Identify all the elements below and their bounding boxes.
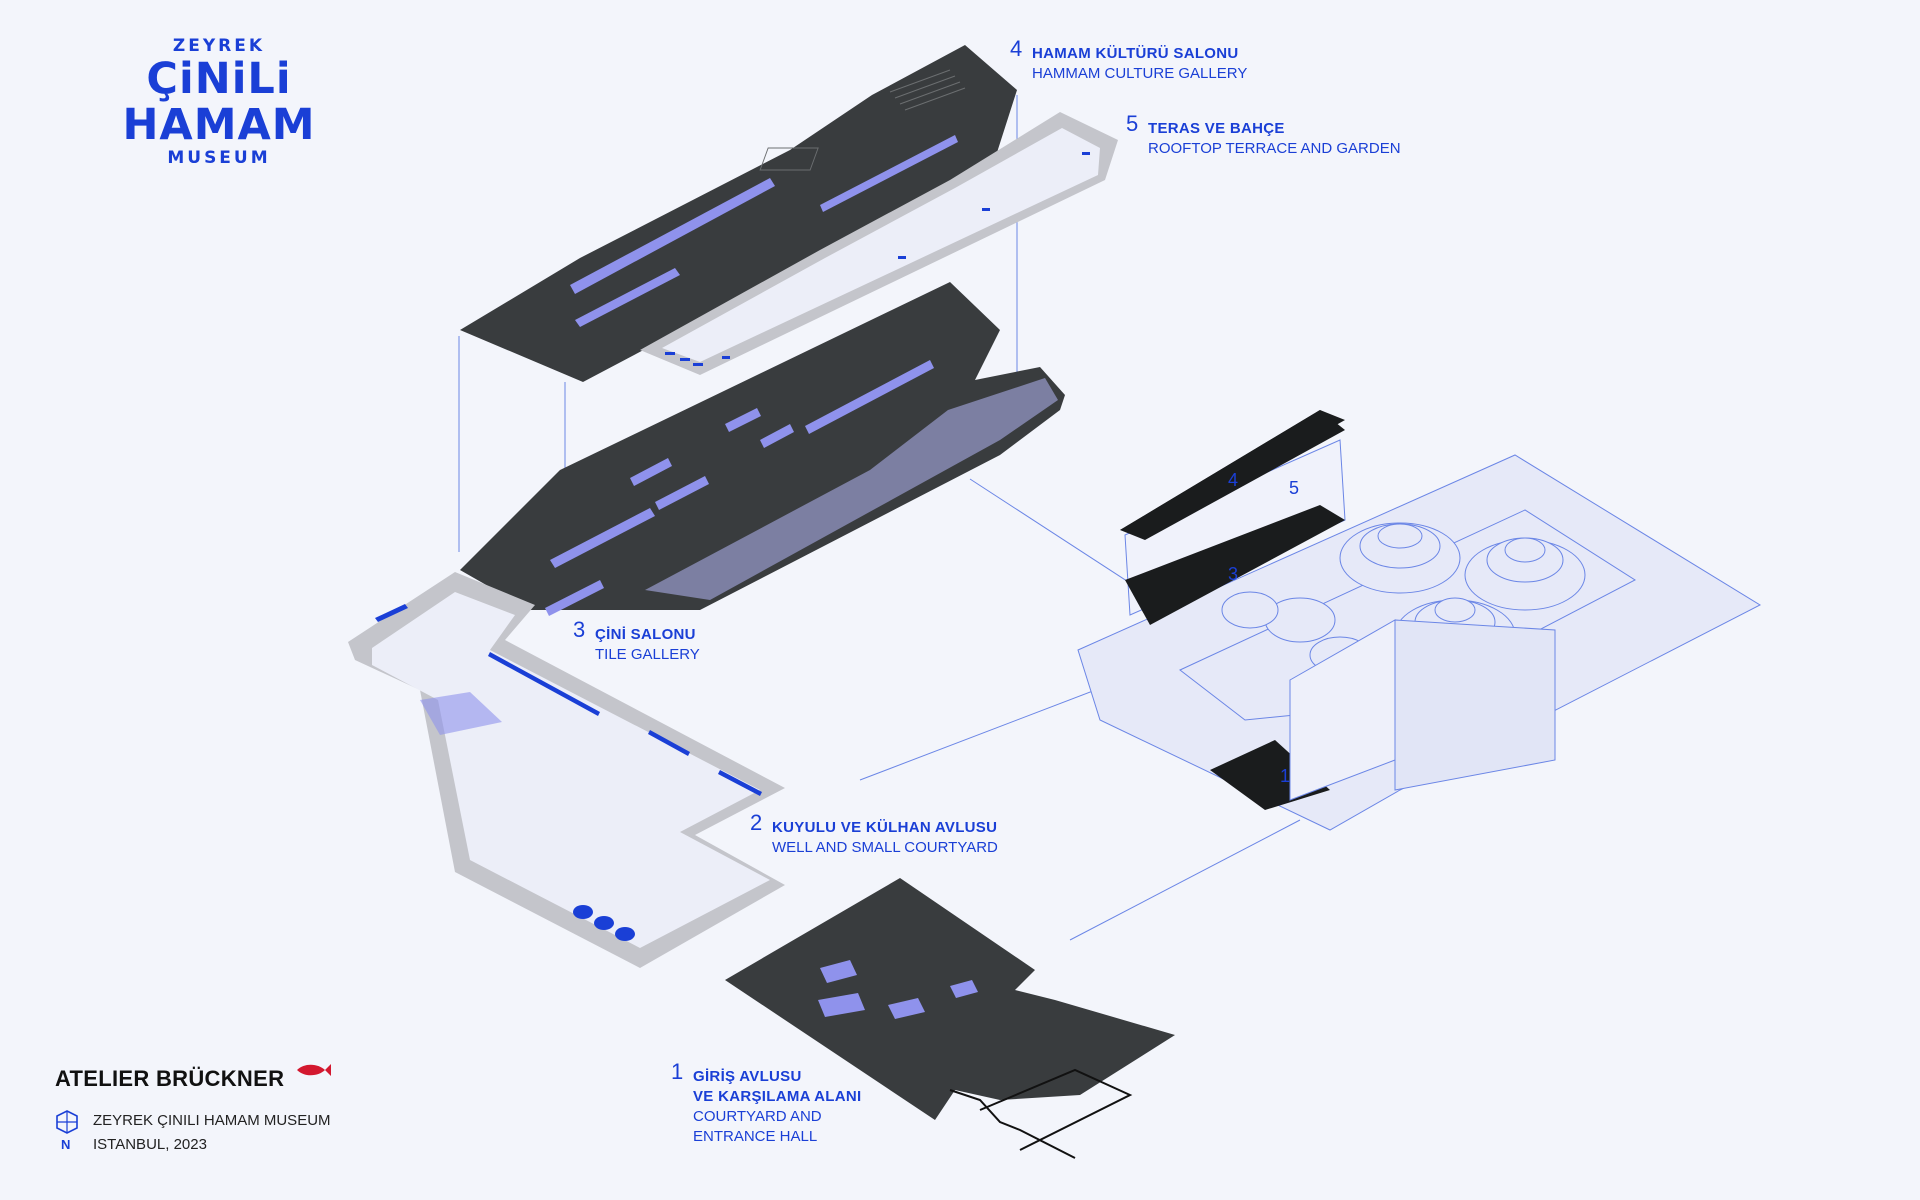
building-model xyxy=(1077,410,1762,831)
building-tag-4: 4 xyxy=(1228,470,1238,490)
floor-4-title-tr: HAMAM KÜLTÜRÜ SALONU xyxy=(1032,45,1239,62)
label-floor-5: 5 TERAS VE BAHÇE ROOFTOP TERRACE AND GAR… xyxy=(1126,113,1401,159)
fish-logo-icon xyxy=(297,1064,331,1076)
building-tag-3: 3 xyxy=(1228,564,1238,584)
museum-logo: ZEYREK ÇiNiLi HAMAM MUSEUM xyxy=(52,36,386,168)
floor-3-number: 3 xyxy=(573,617,586,642)
studio-name: ATELIER BRÜCKNER xyxy=(55,1066,285,1091)
floor-1-title-tr: GİRİŞ AVLUSU xyxy=(693,1068,802,1085)
building-tags: 4 5 3 1 xyxy=(1228,470,1299,786)
project-name: ZEYREK ÇINILI HAMAM MUSEUM xyxy=(93,1112,331,1129)
floor-5-number: 5 xyxy=(1126,111,1139,136)
logo-top: ZEYREK xyxy=(172,36,266,56)
floor-2-plan xyxy=(348,572,785,968)
floor-4-title-en: HAMMAM CULTURE GALLERY xyxy=(1032,65,1248,82)
label-floor-3: 3 ÇİNİ SALONU TILE GALLERY xyxy=(573,619,700,665)
museum-mark-icon xyxy=(56,1110,78,1134)
floor-5-title-en: ROOFTOP TERRACE AND GARDEN xyxy=(1148,140,1401,157)
label-floor-1: 1 GİRİŞ AVLUSU VE KARŞILAMA ALANI COURTY… xyxy=(671,1061,862,1147)
building-tag-1: 1 xyxy=(1280,766,1290,786)
floor-1-title-en: COURTYARD AND xyxy=(693,1108,822,1125)
logo-main: ÇiNiLi HAMAM xyxy=(122,54,316,150)
floor-3-title-tr: ÇİNİ SALONU xyxy=(595,626,696,643)
floor-5-plan xyxy=(640,112,1118,375)
floor-1-number: 1 xyxy=(671,1059,684,1084)
footer: ATELIER BRÜCKNER ZEYREK ÇINILI HAMAM MUS… xyxy=(55,1064,331,1153)
floor-3-title-en: TILE GALLERY xyxy=(595,646,700,663)
logo-bottom: MUSEUM xyxy=(167,148,271,168)
floor-4-plan xyxy=(460,45,1017,382)
label-floor-4: 4 HAMAM KÜLTÜRÜ SALONU HAMMAM CULTURE GA… xyxy=(1010,38,1248,84)
floor-1-title-tr-2: VE KARŞILAMA ALANI xyxy=(693,1088,862,1105)
floor-1-plan xyxy=(725,878,1175,1159)
label-floor-2: 2 KUYULU VE KÜLHAN AVLUSU WELL AND SMALL… xyxy=(750,812,998,858)
floor-1-title-en-2: ENTRANCE HALL xyxy=(693,1128,818,1145)
floor-2-number: 2 xyxy=(750,810,763,835)
building-tag-5: 5 xyxy=(1289,478,1299,498)
floor-2-title-tr: KUYULU VE KÜLHAN AVLUSU xyxy=(772,819,998,836)
north-indicator: N xyxy=(61,1137,71,1152)
project-city-year: ISTANBUL, 2023 xyxy=(93,1136,207,1153)
floor-2-title-en: WELL AND SMALL COURTYARD xyxy=(772,839,998,856)
floor-3-plan xyxy=(460,282,1065,616)
floor-5-title-tr: TERAS VE BAHÇE xyxy=(1148,120,1285,137)
floor-4-number: 4 xyxy=(1010,36,1023,61)
